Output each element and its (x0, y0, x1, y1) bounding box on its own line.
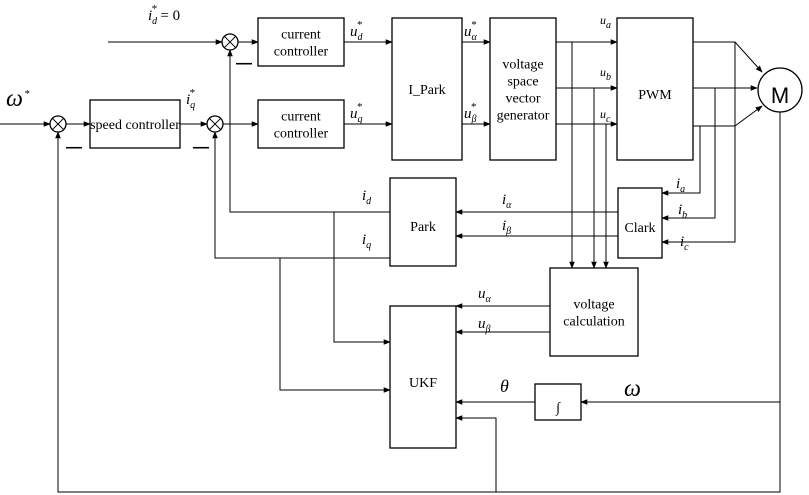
park-label: Park (410, 220, 436, 235)
minus-sign-d: — (236, 55, 252, 72)
clark-block: Clark (617, 187, 663, 259)
speed-controller-block: speed controller (89, 99, 181, 149)
pwm-label: PWM (638, 88, 672, 103)
pwm-block: PWM (616, 17, 694, 161)
minus-sign-q: — (193, 139, 209, 156)
signal-label-ua: ua (600, 13, 611, 31)
signal-label-omega-ref: ω* (6, 86, 30, 112)
ipark-label: I_Park (408, 83, 445, 98)
signal-label-ialpha: iα (502, 192, 512, 211)
signal-labels: ω* id* = 0 iq* ud* uq* uα* uβ* ua ub uc ia ib ic id iq… (6, 3, 689, 402)
signal-label-ia: ia (676, 176, 685, 195)
signal-label-ubeta: uβ (478, 316, 491, 335)
signal-label-ualpha: uα (478, 286, 492, 305)
ukf-block: UKF (389, 305, 457, 449)
integrator-label: ∫ (555, 401, 561, 416)
motor-block: M (757, 67, 803, 113)
signal-label-id: id (362, 188, 372, 207)
signal-label-iq: iq (362, 232, 371, 251)
signal-label-id-ref: id* = 0 (148, 3, 180, 27)
signal-label-ubeta-ref: uβ* (464, 101, 477, 125)
signal-label-iq-ref: iq* (186, 87, 195, 111)
signal-label-uq-ref: uq* (350, 101, 363, 125)
integrator-block: ∫ (534, 383, 582, 421)
ipark-block: I_Park (391, 17, 463, 161)
signal-label-ib: ib (678, 202, 687, 221)
speed-controller-label: speed controller (90, 118, 180, 133)
signal-lines (0, 39, 781, 493)
clark-label: Clark (624, 221, 655, 236)
signal-label-uc: uc (600, 107, 611, 125)
signal-label-omega: ω (624, 376, 641, 402)
signal-label-ibeta: iβ (502, 218, 511, 237)
sum-junction-d (221, 33, 239, 51)
motor-label: M (771, 83, 789, 108)
minus-sign-speed: — (66, 139, 82, 156)
signal-label-ualpha-ref: uα* (464, 19, 478, 43)
sum-junction-speed (49, 115, 67, 133)
park-block: Park (389, 177, 457, 267)
sum-junction-q (206, 115, 224, 133)
ukf-label: UKF (409, 376, 437, 391)
signal-label-theta: θ (500, 376, 509, 396)
signal-label-ub: ub (600, 65, 611, 83)
signal-label-ud-ref: ud* (350, 19, 364, 43)
signal-label-ic: ic (680, 234, 689, 253)
